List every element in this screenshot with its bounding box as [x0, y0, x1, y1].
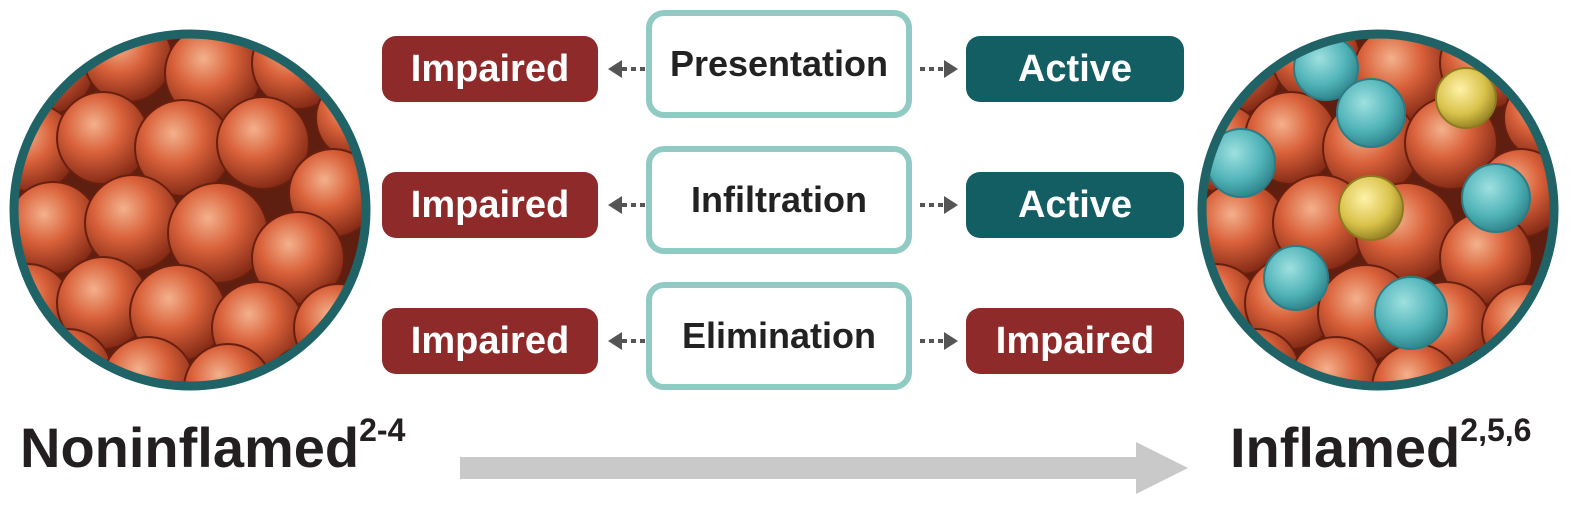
elimination-label: Elimination	[681, 315, 876, 356]
infiltration-label: Infiltration	[691, 179, 867, 220]
presentation-process-box: Presentation	[646, 10, 912, 118]
inflamed-tumor-illustration	[1197, 29, 1559, 391]
arrow-left-icon	[608, 60, 646, 78]
infiltration-row: Impaired Infiltration Active	[0, 146, 1576, 266]
gradient-arrow-icon	[460, 442, 1188, 494]
presentation-inflamed-status: Active	[966, 36, 1184, 102]
inflamed-label: Inflamed2,5,6	[1230, 414, 1531, 476]
elimination-inflamed-status: Impaired	[966, 308, 1184, 374]
arrow-left-icon	[608, 196, 646, 214]
arrow-right-icon	[920, 196, 958, 214]
elimination-noninflamed-status: Impaired	[382, 308, 598, 374]
inflamed-name: Inflamed	[1230, 416, 1461, 479]
inflamed-refs: 2,5,6	[1460, 412, 1532, 449]
presentation-row: Impaired Presentation Active	[0, 10, 1576, 130]
infiltration-noninflamed-status: Impaired	[382, 172, 598, 238]
arrow-right-icon	[920, 332, 958, 350]
infiltration-inflamed-status: Active	[966, 172, 1184, 238]
noninflamed-refs: 2-4	[359, 412, 406, 449]
elimination-process-box: Elimination	[646, 282, 912, 390]
infiltration-process-box: Infiltration	[646, 146, 912, 254]
noninflamed-tumor-illustration	[9, 29, 371, 391]
elimination-row: Impaired Elimination Impaired	[0, 282, 1576, 402]
presentation-label: Presentation	[669, 43, 889, 84]
arrow-left-icon	[608, 332, 646, 350]
noninflamed-label: Noninflamed2-4	[20, 414, 405, 476]
noninflamed-name: Noninflamed	[20, 416, 360, 479]
presentation-noninflamed-status: Impaired	[382, 36, 598, 102]
arrow-right-icon	[920, 60, 958, 78]
